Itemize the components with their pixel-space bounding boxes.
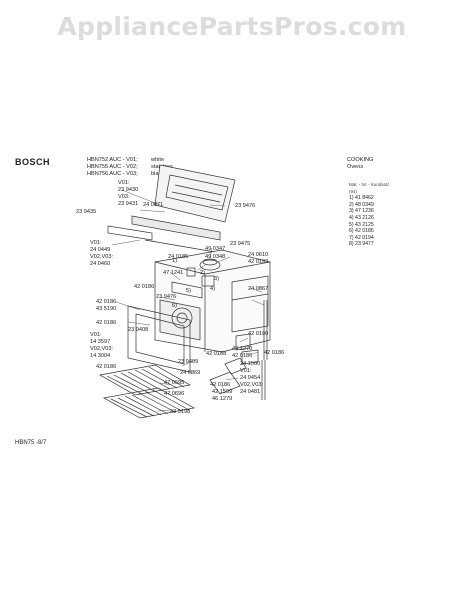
leader-lines	[111, 189, 265, 412]
legend-item: 4) 43 2126	[349, 214, 374, 221]
callout-label: 42 0186	[210, 382, 230, 388]
callout-label: V02,V03:	[90, 346, 113, 352]
side-panel	[231, 275, 269, 365]
callout-label: 42 1599	[212, 389, 232, 395]
callout-label: V02,V03:	[90, 254, 113, 260]
page-footer: HBN75 -8/7	[15, 440, 47, 446]
callout-label: 23 9475	[230, 241, 250, 247]
callout-label: 24 0449	[90, 247, 110, 253]
callout-label: 42 0192	[248, 259, 268, 265]
callout-label: V01:	[90, 332, 102, 338]
callout-label: 42 0186	[96, 299, 116, 305]
convection-parts	[186, 258, 221, 287]
legend-item: 5) 43 2125	[349, 221, 374, 228]
legend-item: 8) 23 9477	[349, 241, 374, 248]
legend-header-sub: (94)	[349, 188, 357, 194]
model-finish: white	[151, 157, 165, 163]
item-number: 5)	[186, 288, 191, 294]
parts-legend: Mat. - Nr. - Kundsatz (94) 1) 41 8462 2)…	[349, 182, 389, 248]
callout-label: 42 0186	[96, 364, 116, 370]
callout-label: 46 1279	[212, 396, 232, 402]
watermark-logo: AppliancePartsPros.com	[57, 12, 407, 41]
callout-label: 23 9409	[178, 359, 198, 365]
callout-label: 23 9435	[76, 209, 96, 215]
top-vent-assembly	[107, 164, 236, 253]
callout-label: 49 0347	[205, 246, 225, 252]
callout-label: V02,V03:	[240, 382, 263, 388]
category-sub: Ovens	[347, 164, 364, 170]
bracket	[209, 357, 247, 395]
item-number: 4)	[210, 286, 215, 292]
callout-label: 23 9431	[118, 201, 138, 207]
brand-name: BOSCH	[15, 157, 51, 167]
item-number: 2)	[200, 270, 205, 276]
callout-label: 24 0454	[240, 375, 260, 381]
category: COOKING Ovens	[347, 157, 373, 171]
callout-label: 49 1270	[232, 346, 252, 352]
callout-label: V01:	[90, 240, 102, 246]
callout-label: 24 1500	[240, 361, 260, 367]
callout-label: 49 0348	[205, 254, 225, 260]
model-row: HBN752 AUC - V01; white	[87, 157, 173, 164]
model-code: HBN756 AUC - V03;	[87, 171, 138, 177]
callout-label: V01:	[118, 180, 130, 186]
door-frame	[127, 305, 191, 373]
callout-label: 24 0610	[248, 252, 268, 258]
callout-label: 42 0190	[248, 331, 268, 337]
callout-label: 24 0867	[248, 286, 268, 292]
callout-label: 47 0695	[164, 380, 184, 386]
callout-label: 42 0188	[206, 351, 226, 357]
item-number: 1)	[172, 258, 177, 264]
legend-item: 2) 48 0349	[349, 201, 374, 208]
model-code: HBN755 AUC - V02;	[87, 164, 138, 170]
callout-label: 14 3004	[90, 353, 110, 359]
callout-label: 24 0460	[90, 261, 110, 267]
callout-label: V03:	[118, 194, 130, 200]
legend-item: 7) 42 0194	[349, 234, 374, 241]
item-number: 3)	[214, 276, 219, 282]
category-line: COOKING	[347, 157, 374, 163]
callout-label: 43 5198	[170, 409, 190, 415]
callout-label: V01:	[240, 368, 252, 374]
callout-label: 24 0185	[168, 254, 188, 260]
callout-label: 23 9476	[235, 203, 255, 209]
model-code: HBN752 AUC - V01;	[87, 157, 138, 163]
callout-label: 42 0186	[134, 284, 154, 290]
callout-label: 14 3597	[90, 339, 110, 345]
callout-label: 24 0869	[180, 370, 200, 376]
callout-label: 24 0481	[240, 389, 260, 395]
legend-item: 1) 41 8462	[349, 195, 374, 202]
callout-label: 42 0186	[264, 350, 284, 356]
callout-label: 23 9430	[118, 187, 138, 193]
legend-item: 3) 47 1236	[349, 208, 374, 215]
callout-label: 47 1241	[163, 270, 183, 276]
callout-label: 24 0871	[143, 202, 163, 208]
callout-label: 42 0186	[96, 320, 116, 326]
legend-header: Mat. - Nr. - Kundsatz	[349, 182, 390, 187]
callout-label: 23 9408	[128, 327, 148, 333]
callout-label: 23 9476	[156, 294, 176, 300]
model-row: HBN756 AUC - V03; black	[87, 171, 173, 178]
callout-label: 43 5190	[96, 306, 116, 312]
model-finish: black	[151, 171, 165, 177]
item-number: 6)	[172, 303, 177, 309]
callout-label: 42 0186	[232, 353, 252, 359]
legend-item: 6) 42 0186	[349, 228, 374, 235]
callout-label: 47 0696	[164, 391, 184, 397]
